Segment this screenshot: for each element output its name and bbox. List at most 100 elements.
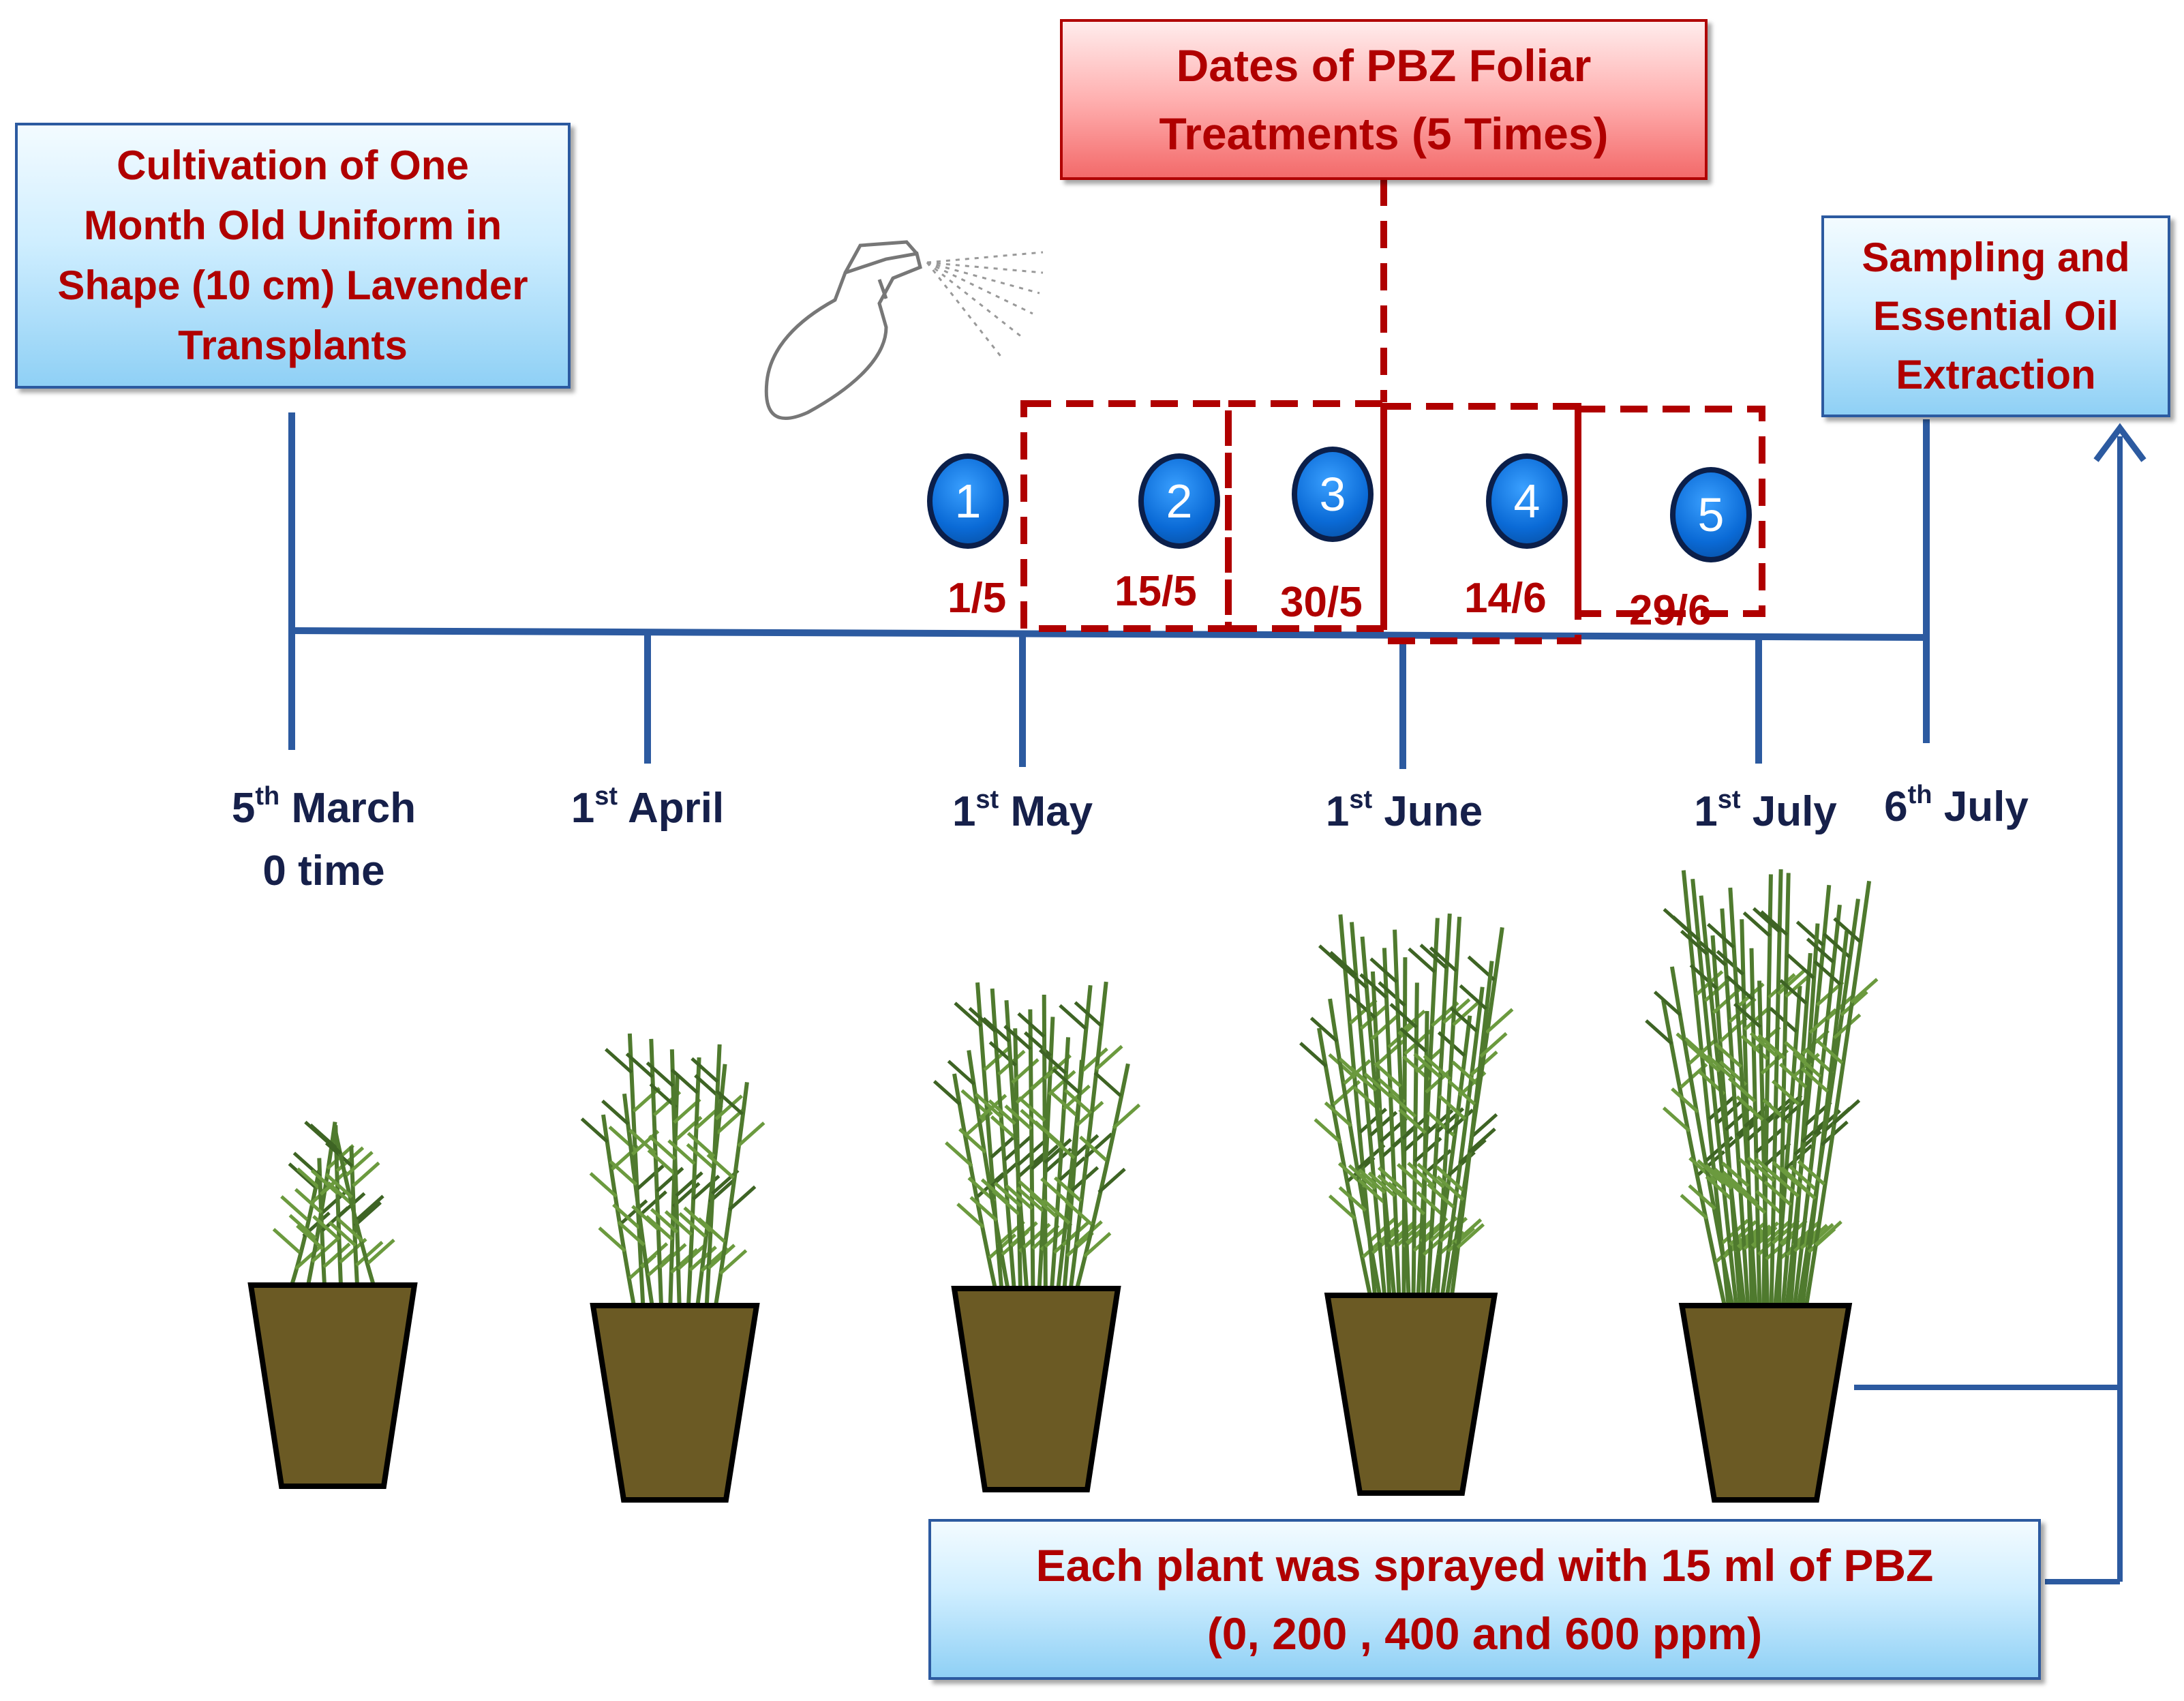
plant-stem: [1800, 931, 1849, 1306]
plant-leaf: [1795, 920, 1825, 947]
cultivation-line-2: Month Old Uniform in: [83, 202, 502, 248]
sampling-box: Sampling and Essential Oil Extraction: [1821, 215, 2170, 417]
plant-stem: [1382, 948, 1401, 1296]
plant-leaf: [1727, 1077, 1757, 1103]
plant-leaf: [686, 1143, 714, 1169]
plant-leaf: [1752, 907, 1781, 933]
plant-leaf: [1485, 1008, 1514, 1034]
plant-leaf: [1760, 910, 1789, 936]
spray-note-box: Each plant was sprayed with 15 ml of PBZ…: [928, 1519, 2041, 1680]
plant-stem: [1328, 998, 1382, 1296]
plant-leaf: [1017, 1012, 1046, 1038]
plant-leaf: [670, 1068, 699, 1094]
plant-leaf: [1358, 1168, 1386, 1194]
plant-leaf: [1367, 1171, 1396, 1198]
plant-leaf: [1438, 1094, 1467, 1121]
plant-leaf: [1097, 1167, 1126, 1194]
plant-leaf: [639, 1190, 667, 1216]
plant-leaf: [1378, 1217, 1407, 1244]
plant-leaf: [714, 1094, 743, 1121]
plant-leaf: [1735, 1095, 1764, 1122]
plant-leaf: [645, 1215, 673, 1241]
plant-leaf: [1083, 1232, 1112, 1258]
plant-leaf: [1359, 973, 1388, 999]
treatment-4-badge: 4: [1486, 453, 1568, 549]
plant-leaf: [1721, 1162, 1750, 1188]
cultivation-box: Cultivation of One Month Old Uniform in …: [15, 123, 571, 389]
plant-stem: [1699, 895, 1746, 1306]
timeline: [288, 412, 1930, 769]
plant-stem: [1435, 916, 1462, 1296]
plant-leaf: [1348, 1164, 1377, 1190]
plant-leaf: [589, 1172, 618, 1198]
pot-3: [951, 1286, 1121, 1492]
plant-leaf: [1029, 1192, 1058, 1218]
window-may-late: [1225, 400, 1387, 632]
plant-leaf: [1671, 915, 1700, 942]
plant-leaf: [1017, 1096, 1046, 1122]
plant-leaf: [1706, 922, 1735, 949]
plant-leaf: [367, 1238, 395, 1265]
plant-leaf: [1763, 1180, 1792, 1207]
plant-leaf: [969, 1196, 998, 1222]
plant-leaf: [1787, 953, 1815, 980]
plant-leaf: [1052, 1068, 1080, 1094]
plant-leaf: [958, 1128, 987, 1154]
plant-leaf: [636, 1164, 665, 1190]
plant-leaf: [1452, 1000, 1481, 1027]
plant-leaf: [1800, 1224, 1828, 1250]
plant-leaf: [1339, 963, 1368, 989]
plant-leaf: [1388, 1092, 1417, 1118]
plant-leaf: [1044, 1138, 1072, 1164]
timeline-axis: [289, 627, 1930, 641]
plant-4: [1299, 913, 1514, 1296]
plant-leaf: [1768, 973, 1796, 999]
plant-leaf: [1814, 1220, 1842, 1246]
sampling-line-1: Sampling and: [1862, 235, 2130, 280]
plant-leaf: [1309, 1017, 1339, 1043]
treatment-5-date: 29/6: [1629, 587, 1712, 634]
plant-leaf: [1793, 1052, 1822, 1078]
plant-leaf: [1369, 957, 1398, 984]
plant-leaf: [1427, 1182, 1455, 1209]
plant-leaf: [1763, 1219, 1792, 1246]
plant-leaf: [1805, 1049, 1834, 1075]
plant-leaf: [715, 1089, 744, 1116]
plant-stem: [1804, 880, 1872, 1306]
plant-leaf: [691, 1057, 719, 1083]
plant-leaf: [1093, 1071, 1122, 1098]
plant-leaf: [1374, 1062, 1402, 1088]
plant-leaf: [1449, 1006, 1478, 1033]
plant-leaf: [728, 1185, 757, 1211]
plant-leaf: [1370, 1014, 1399, 1041]
plant-leaf: [1085, 1132, 1113, 1159]
plant-leaf: [1778, 1062, 1808, 1089]
plant-leaf: [1705, 1054, 1735, 1081]
plant-leaf: [718, 1249, 748, 1276]
plant-leaf: [1413, 1053, 1442, 1079]
plant-leaf: [1387, 1023, 1416, 1049]
plant-leaf: [988, 1099, 1016, 1126]
plant-leaf: [617, 1220, 646, 1247]
plant-leaf: [1725, 974, 1754, 1001]
plant-leaf: [678, 1211, 707, 1238]
plant-stem: [704, 1044, 722, 1306]
plant-5: [1645, 869, 1879, 1306]
plant-leaf: [1003, 1025, 1032, 1051]
plant-leaf: [1363, 1072, 1392, 1098]
plant-leaf: [1349, 999, 1378, 1025]
plant-leaf: [1299, 1042, 1328, 1068]
plant-leaf: [992, 1190, 1020, 1216]
plant-leaf: [945, 1141, 973, 1167]
plant-leaf: [1436, 1165, 1464, 1192]
plant-leaf: [1397, 1189, 1426, 1216]
plant-stem: [1669, 966, 1735, 1306]
plant-leaf: [1451, 1060, 1480, 1087]
treatment-2-badge: 2: [1138, 453, 1220, 549]
plant-stem: [1028, 1009, 1035, 1289]
plant-stem: [1450, 961, 1494, 1296]
plant-leaf: [356, 1194, 384, 1221]
plant-leaf: [335, 1216, 364, 1243]
plant-leaf: [1023, 1031, 1052, 1057]
treatment-4-date: 14/6: [1464, 575, 1547, 622]
